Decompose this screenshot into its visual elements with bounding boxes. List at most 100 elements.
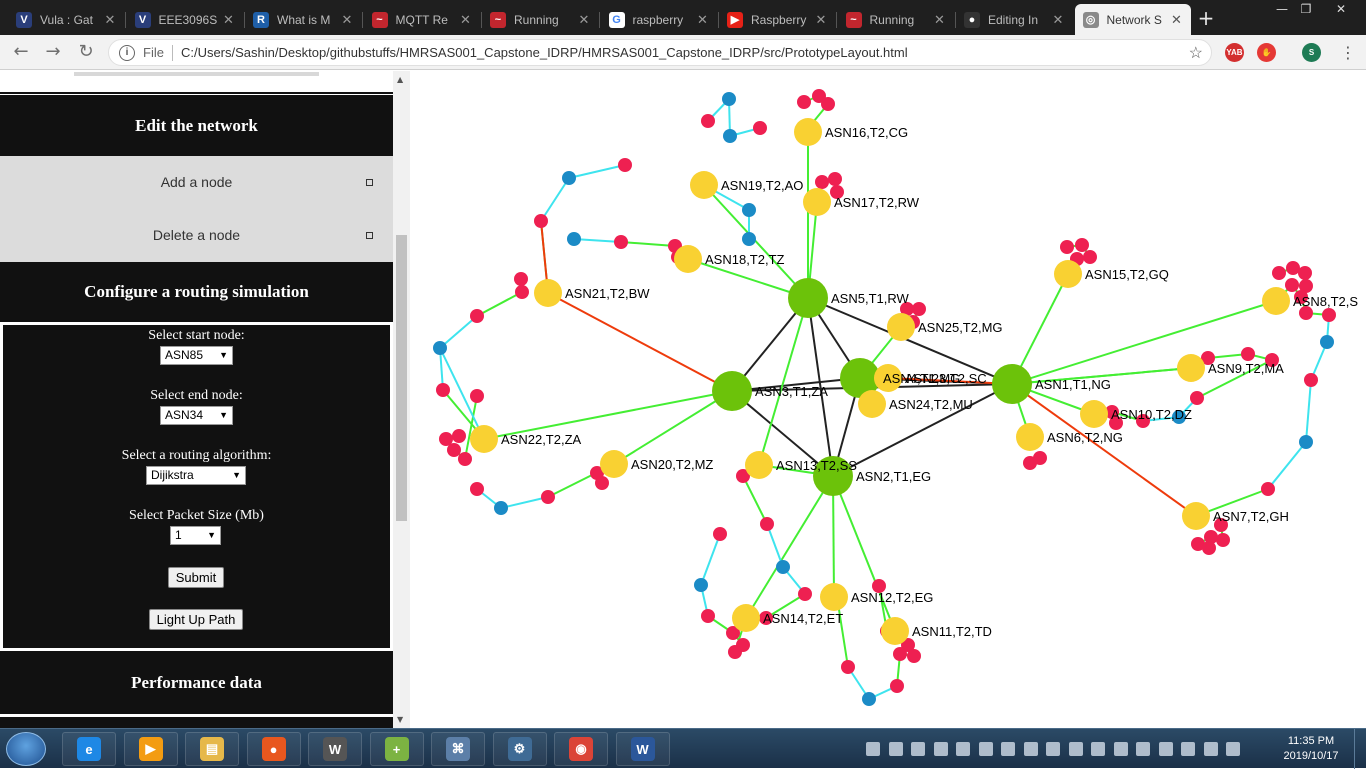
tier2-as-node[interactable] (803, 188, 831, 216)
host-node-red[interactable] (798, 587, 812, 601)
host-node-blue[interactable] (1172, 410, 1186, 424)
host-node-red[interactable] (901, 638, 915, 652)
tray-icon[interactable] (1113, 742, 1128, 756)
tray-icon[interactable] (956, 742, 970, 756)
scroll-up-arrow-icon[interactable]: ▲ (397, 75, 404, 84)
host-node-red[interactable] (1109, 416, 1123, 430)
host-node-blue[interactable] (723, 129, 737, 143)
tab-close-icon[interactable]: ✕ (934, 11, 945, 27)
tier2-as-node[interactable] (745, 451, 773, 479)
host-node-red[interactable] (1286, 261, 1300, 275)
host-node-red[interactable] (907, 649, 921, 663)
host-node-red[interactable] (701, 114, 715, 128)
tray-icon[interactable] (1203, 742, 1218, 756)
host-node-blue[interactable] (742, 203, 756, 217)
show-desktop-button[interactable] (1354, 729, 1366, 769)
host-node-red[interactable] (701, 609, 715, 623)
host-node-red[interactable] (1204, 530, 1218, 544)
tray-icon[interactable] (1136, 742, 1150, 756)
host-node-red[interactable] (828, 172, 842, 186)
start-button[interactable] (6, 732, 46, 766)
forward-button[interactable]: → (45, 41, 61, 62)
host-node-red[interactable] (728, 645, 742, 659)
taskbar-app[interactable]: ▶ (123, 732, 178, 766)
host-node-red[interactable] (439, 432, 453, 446)
address-bar[interactable]: i File C:/Users/Sashin/Desktop/githubstu… (108, 39, 1212, 66)
host-node-red[interactable] (812, 89, 826, 103)
host-node-red[interactable] (470, 482, 484, 496)
bookmark-star-icon[interactable]: ☆ (1188, 44, 1203, 62)
tier2-as-node[interactable] (1182, 502, 1210, 530)
tray-icon[interactable] (1181, 742, 1195, 756)
host-node-blue[interactable] (1299, 435, 1313, 449)
stop-hand-extension-icon[interactable]: ✋ (1257, 43, 1276, 62)
minimize-button[interactable]: — (1276, 2, 1288, 16)
host-node-red[interactable] (1214, 518, 1228, 532)
tier1-as-node[interactable] (712, 371, 752, 411)
scrollbar-thumb[interactable] (396, 235, 407, 521)
host-node-red[interactable] (736, 469, 750, 483)
submit-button[interactable]: Submit (168, 567, 224, 588)
host-node-red[interactable] (1272, 266, 1286, 280)
host-node-red[interactable] (726, 626, 740, 640)
host-node-red[interactable] (890, 679, 904, 693)
tray-icon[interactable] (1158, 742, 1173, 756)
host-node-red[interactable] (713, 527, 727, 541)
host-node-red[interactable] (1190, 391, 1204, 405)
host-node-red[interactable] (515, 285, 529, 299)
host-node-red[interactable] (841, 660, 855, 674)
tier2-as-node[interactable] (1016, 423, 1044, 451)
host-node-red[interactable] (821, 97, 835, 111)
tier2-as-node[interactable] (1080, 400, 1108, 428)
host-node-red[interactable] (1075, 238, 1089, 252)
host-node-red[interactable] (1299, 279, 1313, 293)
host-node-red[interactable] (534, 214, 548, 228)
network-graph[interactable]: ASN16,T2,CGASN19,T2,AOASN17,T2,RWASN18,T… (410, 71, 1366, 728)
host-node-red[interactable] (470, 309, 484, 323)
tier2-as-node[interactable] (732, 604, 760, 632)
host-node-red[interactable] (1023, 456, 1037, 470)
host-node-red[interactable] (912, 302, 926, 316)
host-node-red[interactable] (1294, 290, 1308, 304)
host-node-red[interactable] (797, 95, 811, 109)
tray-icon[interactable] (978, 742, 993, 756)
end-node-select[interactable]: ASN34▼ (160, 406, 233, 425)
browser-tab[interactable]: ●Editing In✕ (956, 4, 1072, 35)
host-node-red[interactable] (1265, 353, 1279, 367)
host-node-red[interactable] (1191, 537, 1205, 551)
close-window-button[interactable]: ✕ (1335, 2, 1347, 16)
scroll-down-arrow-icon[interactable]: ▼ (397, 715, 404, 724)
host-node-red[interactable] (614, 235, 628, 249)
browser-tab[interactable]: ~Running✕ (482, 4, 598, 35)
taskbar-app[interactable]: W (308, 732, 362, 766)
host-node-red[interactable] (1299, 306, 1313, 320)
tab-close-icon[interactable]: ✕ (341, 11, 353, 27)
taskbar-app[interactable]: ▤ (185, 732, 239, 766)
browser-tab[interactable]: ◎Network S✕ (1074, 4, 1191, 35)
profile-avatar[interactable]: S (1302, 43, 1321, 62)
tray-icon[interactable] (1023, 742, 1038, 756)
host-node-red[interactable] (753, 121, 767, 135)
new-tab-button[interactable]: + (1197, 6, 1215, 30)
restore-button[interactable]: ❐ (1300, 2, 1312, 16)
host-node-blue[interactable] (862, 692, 876, 706)
taskbar-app[interactable]: ● (246, 732, 301, 766)
tier1-as-node[interactable] (992, 364, 1032, 404)
host-node-red[interactable] (1083, 250, 1097, 264)
host-node-red[interactable] (1202, 541, 1216, 555)
host-node-red[interactable] (815, 175, 829, 189)
system-clock[interactable]: 11:35 PM 2019/10/17 (1276, 734, 1346, 764)
taskbar-app[interactable]: e (62, 732, 116, 766)
light-up-path-button[interactable]: Light Up Path (149, 609, 243, 630)
tier2-as-node[interactable] (1177, 354, 1205, 382)
tier2-as-node[interactable] (881, 617, 909, 645)
host-node-red[interactable] (1304, 373, 1318, 387)
tier2-as-node[interactable] (1262, 287, 1290, 315)
taskbar-app[interactable]: ⚙ (492, 732, 547, 766)
host-node-red[interactable] (1322, 308, 1336, 322)
algorithm-select[interactable]: Dijikstra▼ (146, 466, 246, 485)
tier2-as-node[interactable] (874, 364, 902, 392)
host-node-blue[interactable] (742, 232, 756, 246)
tier2-as-node[interactable] (674, 245, 702, 273)
